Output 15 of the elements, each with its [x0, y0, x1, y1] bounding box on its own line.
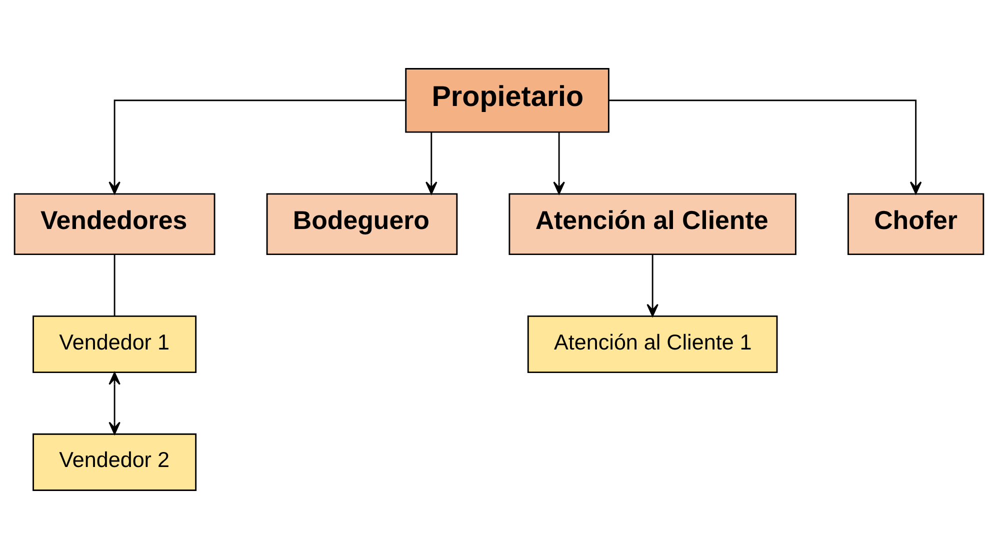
- node-box: Vendedor 1: [32, 314, 197, 372]
- arrow: [108, 99, 406, 194]
- node-box: Vendedor 2: [32, 432, 197, 490]
- node-box: Atención al Cliente: [508, 192, 796, 255]
- node-box: Chofer: [847, 192, 984, 255]
- node-box: Propietario: [405, 68, 610, 132]
- arrow: [108, 372, 120, 434]
- connector: [114, 254, 116, 316]
- node-box: Vendedores: [14, 192, 216, 255]
- arrow: [608, 99, 922, 194]
- arrow: [425, 132, 438, 194]
- arrow: [553, 132, 565, 194]
- node-box: Atención al Cliente 1: [527, 314, 778, 372]
- arrow: [646, 254, 658, 316]
- node-box: Bodeguero: [266, 192, 458, 255]
